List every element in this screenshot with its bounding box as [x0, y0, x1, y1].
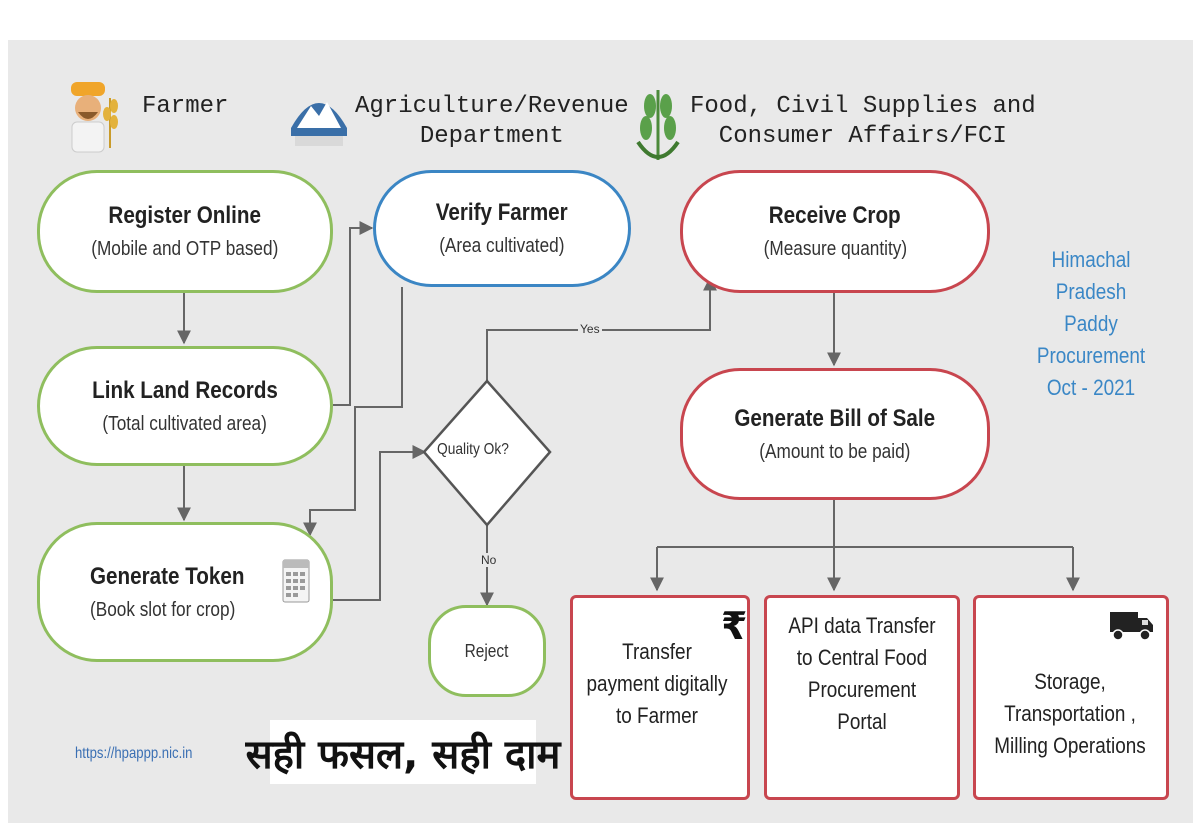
farmer-icon [66, 78, 124, 154]
node-token-title: Generate Token [90, 562, 245, 590]
fci-wheat-logo-icon [632, 82, 684, 166]
node-transfer-payment: Transfer payment digitally to Farmer ₹ [570, 595, 750, 800]
rupee-icon: ₹ [721, 604, 748, 648]
node-link-title: Link Land Records [92, 376, 278, 404]
node-verify-title: Verify Farmer [436, 199, 568, 226]
node-api-transfer: API data Transfer to Central Food Procur… [764, 595, 960, 800]
node-token-sub: (Book slot for crop) [90, 598, 236, 621]
node-api-text: API data Transfer to Central Food Procur… [788, 613, 936, 734]
node-reject-label: Reject [465, 640, 509, 661]
header-agriculture: Agriculture/Revenue Department [355, 93, 629, 150]
node-register-online: Register Online (Mobile and OTP based) [37, 170, 333, 293]
node-storage: Storage, Transportation , Milling Operat… [973, 595, 1169, 800]
himachal-emblem-icon [287, 84, 351, 150]
edge-token-quality [333, 445, 427, 601]
node-register-sub: (Mobile and OTP based) [91, 238, 279, 260]
edge-label-no: No [479, 553, 499, 567]
node-bill-title: Generate Bill of Sale [734, 404, 936, 432]
quality-diamond [422, 379, 552, 527]
node-link-land-records: Link Land Records (Total cultivated area… [37, 346, 333, 466]
node-link-sub: (Total cultivated area) [102, 412, 268, 435]
truck-icon [1110, 610, 1154, 642]
node-generate-bill: Generate Bill of Sale (Amount to be paid… [680, 368, 990, 500]
node-generate-token: Generate Token (Book slot for crop) [37, 522, 333, 662]
header-farmer: Farmer [142, 93, 229, 120]
node-reject: Reject [428, 605, 546, 697]
quality-label: Quality Ok? [437, 441, 509, 458]
node-storage-text: Storage, Transportation , Milling Operat… [994, 669, 1146, 758]
node-receive-crop: Receive Crop (Measure quantity) [680, 170, 990, 293]
node-receive-sub: (Measure quantity) [763, 238, 907, 260]
calendar-icon [282, 558, 310, 604]
edge-label-yes: Yes [578, 322, 602, 336]
edge-verify-token [303, 287, 403, 537]
node-register-title: Register Online [108, 202, 262, 229]
website-link[interactable]: https://hpappp.nic.in [75, 745, 193, 762]
header-food: Food, Civil Supplies and Consumer Affair… [690, 93, 1036, 150]
node-verify-sub: (Area cultivated) [439, 235, 565, 257]
program-title: Himachal Pradesh Paddy Procurement Oct -… [1036, 247, 1146, 400]
node-receive-title: Receive Crop [769, 202, 901, 229]
slogan: सही फसल, सही दाम [246, 720, 560, 784]
node-transfer-text: Transfer payment digitally to Farmer [586, 639, 728, 728]
node-verify-farmer: Verify Farmer (Area cultivated) [373, 170, 631, 287]
node-bill-sub: (Amount to be paid) [759, 440, 911, 463]
edge-link-verify [333, 221, 374, 406]
